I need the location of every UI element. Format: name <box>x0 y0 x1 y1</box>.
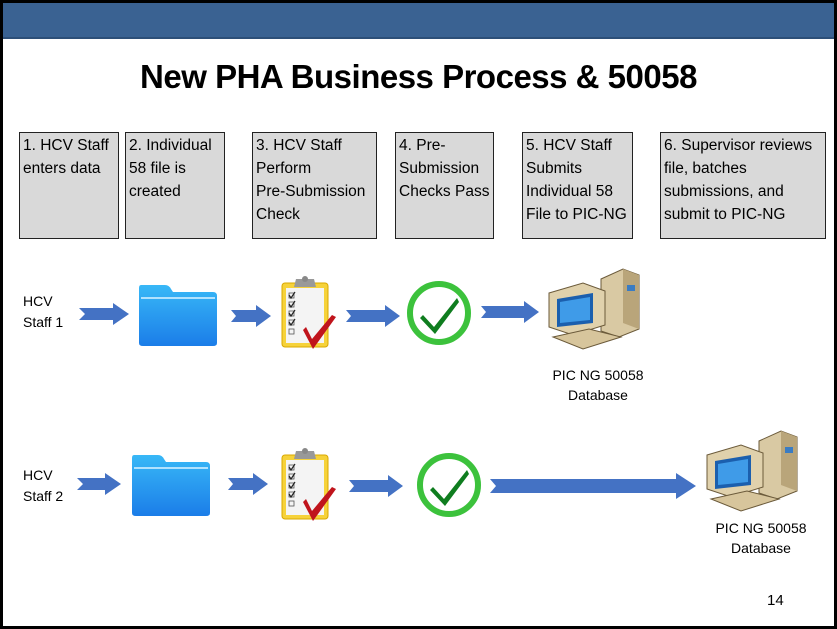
green-check-icon <box>407 281 471 345</box>
slide-title: New PHA Business Process & 50058 <box>140 58 697 95</box>
folder-icon <box>139 285 217 346</box>
database-label-2: PIC NG 50058 Database <box>715 520 807 556</box>
database-label-1: PIC NG 50058 Database <box>552 367 644 403</box>
computer-database-icon <box>706 430 798 512</box>
step-box-2: 2. Individual 58 file is created <box>125 132 225 239</box>
arrow-icon <box>346 305 400 327</box>
arrow-icon <box>231 305 271 327</box>
clipboard-checklist-icon <box>281 448 336 521</box>
arrow-icon <box>77 473 121 495</box>
arrow-icon <box>481 301 539 323</box>
computer-database-icon <box>548 268 640 350</box>
actor-label-staff-2: HCV Staff 2 <box>23 467 64 504</box>
step-box-3: 3. HCV Staff Perform Pre-Submission Chec… <box>252 132 377 239</box>
step-box-4: 4. Pre- Submission Checks Pass <box>395 132 494 239</box>
arrow-icon <box>490 473 696 499</box>
arrow-icon <box>79 303 129 325</box>
arrow-icon <box>228 473 268 495</box>
green-check-icon <box>417 453 481 517</box>
step-box-1: 1. HCV Staff enters data <box>19 132 119 239</box>
actor-label-staff-1: HCV Staff 1 <box>23 293 64 330</box>
folder-icon <box>132 455 210 516</box>
header-bar <box>3 3 834 39</box>
step-box-6: 6. Supervisor reviews file, batches subm… <box>660 132 826 239</box>
step-box-5: 5. HCV Staff Submits Individual 58 File … <box>522 132 633 239</box>
page-number: 14 <box>767 592 784 609</box>
arrow-icon <box>349 475 403 497</box>
clipboard-checklist-icon <box>281 276 336 349</box>
